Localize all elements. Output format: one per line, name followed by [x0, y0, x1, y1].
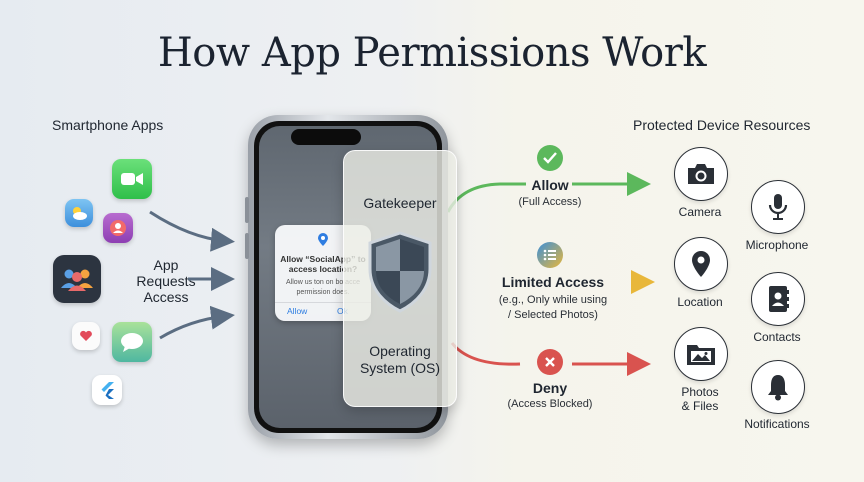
- social-app-icon: [53, 255, 101, 303]
- dialog-ok-button[interactable]: Ok: [337, 306, 348, 316]
- dialog-body-line2: permission does.: [296, 289, 350, 296]
- limited-sub-line1: (e.g., Only while using: [498, 294, 608, 306]
- volume-button-2: [245, 233, 249, 259]
- limited-outcome-title: Limited Access: [501, 274, 605, 290]
- location-label: Location: [677, 295, 723, 309]
- microphone-label: Microphone: [745, 238, 809, 252]
- dialog-title-line2: access location?: [288, 264, 358, 274]
- photos-label-line2: & Files: [681, 399, 719, 413]
- notifications-label: Notifications: [744, 417, 810, 431]
- photos-label-line1: Photos: [681, 385, 719, 399]
- dialog-allow-button[interactable]: Allow: [287, 306, 308, 316]
- contacts-label: Contacts: [753, 330, 801, 344]
- photos-folder-icon: [674, 327, 728, 381]
- shield-icon: [366, 231, 434, 318]
- gatekeeper-label: Gatekeeper: [363, 195, 437, 211]
- operating-system-label: Operating System (OS): [344, 343, 456, 377]
- limited-outcome-sub: (e.g., Only while using / Selected Photo…: [480, 293, 626, 323]
- app-requests-access-label: App Requests Access: [128, 257, 204, 305]
- favorites-icon: [72, 322, 100, 350]
- camera-label: Camera: [678, 205, 722, 219]
- camera-icon: [674, 147, 728, 201]
- request-label-line1: App: [153, 257, 179, 273]
- limited-sub-line2: / Selected Photos): [508, 309, 598, 321]
- contacts-book-icon: [751, 272, 805, 326]
- deny-outcome-sub: (Access Blocked): [507, 398, 593, 410]
- dialog-body-line1: Allow us ton on bo acce: [286, 279, 360, 286]
- protected-resources-label: Protected Device Resources: [633, 117, 811, 133]
- contacts-app-icon: [103, 213, 133, 243]
- os-label-line2: System (OS): [359, 360, 441, 376]
- allow-check-icon: [537, 145, 563, 171]
- request-arrow-bottom: [159, 305, 235, 340]
- diagram-title: How App Permissions Work: [157, 30, 707, 76]
- dialog-divider: [275, 302, 371, 303]
- os-label-line1: Operating: [369, 343, 431, 359]
- photos-files-label: Photos & Files: [660, 385, 740, 413]
- location-pin-icon: [674, 237, 728, 291]
- microphone-icon: [751, 180, 805, 234]
- request-label-line3: Access: [143, 289, 189, 305]
- allow-outcome-title: Allow: [531, 177, 569, 193]
- bell-icon: [751, 360, 805, 414]
- deny-x-icon: [537, 349, 563, 375]
- dialog-title-line1: Allow “SocialApp” to: [280, 254, 366, 264]
- facetime-icon: [112, 159, 152, 199]
- phone-notch: [291, 129, 361, 145]
- deny-outcome-title: Deny: [532, 380, 568, 396]
- weather-icon: [65, 199, 93, 227]
- smartphone-apps-label: Smartphone Apps: [52, 117, 164, 133]
- limited-list-icon: [537, 242, 563, 268]
- gatekeeper-panel: Gatekeeper Operating System (OS): [343, 150, 457, 407]
- messages-icon: [112, 322, 152, 362]
- flutter-app-icon: [92, 375, 122, 405]
- volume-button: [245, 197, 249, 223]
- dialog-location-icon: [275, 225, 371, 251]
- request-label-line2: Requests: [136, 273, 196, 289]
- request-arrow-top: [149, 210, 235, 252]
- allow-outcome-sub: (Full Access): [518, 196, 582, 208]
